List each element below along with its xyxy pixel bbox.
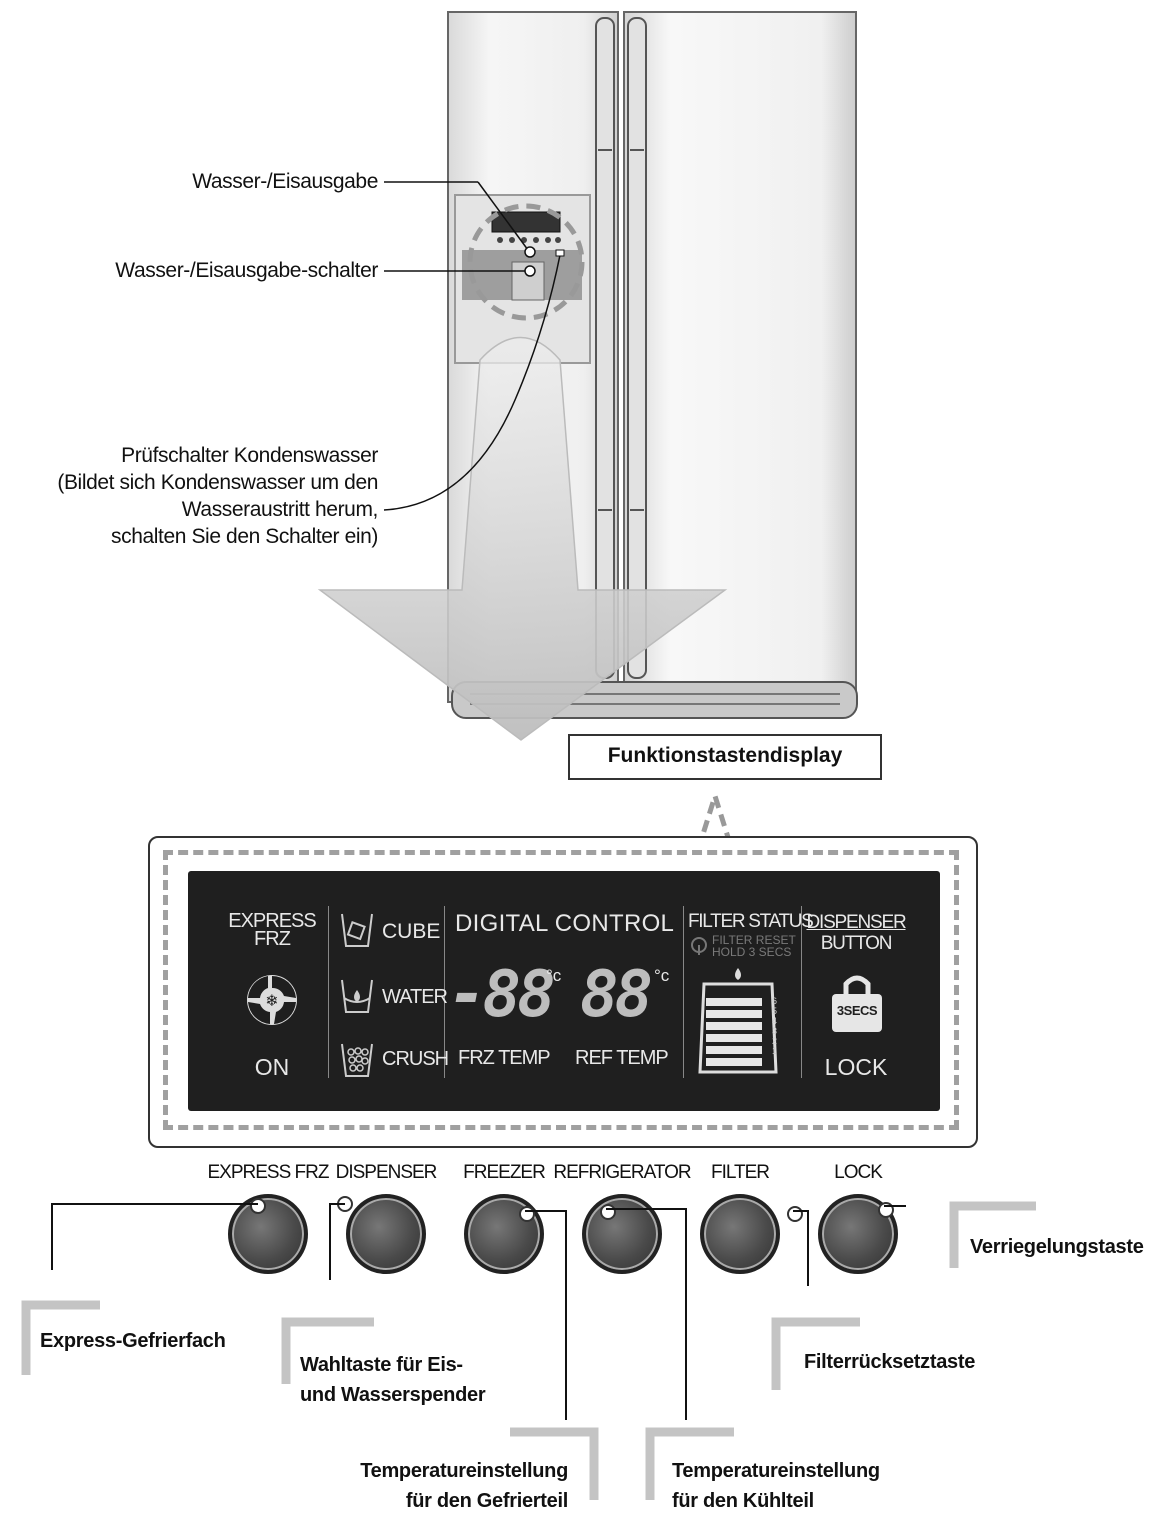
mode-water: WATER	[382, 986, 448, 1008]
callout-condensation: Prüfschalter Kondenswasser (Bildet sich …	[57, 442, 378, 550]
callout-ice-water-line1: Wahltaste für Eis-	[300, 1354, 463, 1376]
callout-freezer-line2: für den Gefrierteil	[405, 1490, 568, 1512]
filter-levels: 6 5 4 3 2 1	[772, 996, 777, 1056]
freezer-degree-unit: °c	[546, 966, 562, 985]
filter-level-label: 1	[772, 1046, 778, 1056]
lcd-divider	[801, 906, 802, 1078]
callout-ice-water-selector: Wahltaste für Eis- und Wasserspender	[300, 1350, 486, 1410]
dispenser-button-line2: BUTTON	[820, 933, 893, 954]
digital-control-title: DIGITAL CONTROL	[455, 910, 675, 937]
lock-state: LOCK	[824, 1054, 888, 1080]
control-panel-dashed-border	[163, 850, 959, 1130]
filter-status-title: FILTER STATUS	[688, 911, 814, 932]
callout-dispenser-switch: Wasser-/Eisausgabe-schalter	[115, 259, 378, 282]
filter-level-label: 2	[772, 1036, 778, 1046]
svg-text:❄: ❄	[265, 991, 278, 1010]
express-frz-line2: FRZ	[254, 928, 291, 950]
mini-display	[491, 211, 561, 233]
button-label-express-frz: EXPRESS FRZ	[207, 1162, 330, 1183]
lcd-divider	[444, 906, 445, 1078]
fridge-illustration	[317, 11, 858, 741]
button-label-filter: FILTER	[710, 1162, 770, 1183]
dispenser-button-line1: DISPENSER	[806, 912, 906, 933]
fridge-door	[623, 11, 857, 703]
filter-level-gauge	[698, 968, 778, 1074]
freezer-button[interactable]	[464, 1194, 544, 1274]
refrigerator-button[interactable]	[582, 1194, 662, 1274]
handle-right	[627, 17, 647, 679]
filter-level-label: 4	[772, 1016, 778, 1026]
callout-condensation-line: Prüfschalter Kondenswasser	[121, 444, 378, 467]
mode-crush: CRUSH	[382, 1048, 449, 1070]
crush-icon	[341, 1043, 373, 1077]
filter-button[interactable]	[700, 1194, 780, 1274]
mode-cube: CUBE	[382, 920, 441, 943]
frz-temp-label: FRZ TEMP	[458, 1047, 551, 1069]
dispenser-button-title: DISPENSER BUTTON	[806, 912, 906, 954]
button-label-freezer: FREEZER	[463, 1162, 546, 1183]
fridge-temp-digits: 88	[580, 958, 653, 1032]
callout-water-ice-dispenser: Wasser-/Eisausgabe	[192, 170, 378, 193]
fridge-degree-unit: °c	[654, 966, 670, 985]
filter-level-label: 6	[772, 996, 778, 1006]
display-title-box: Funktionstastendisplay	[568, 734, 882, 780]
callout-freezer-temp: Temperatureinstellung für den Gefriertei…	[300, 1456, 568, 1516]
lcd-divider	[683, 906, 684, 1078]
button-leader-lines	[21, 1201, 1036, 1500]
filter-level-label: 5	[772, 1006, 778, 1016]
down-arrow	[317, 336, 728, 741]
callout-fridge-line2: für den Kühlteil	[672, 1490, 814, 1512]
callout-fridge-temp: Temperatureinstellung für den Kühlteil	[672, 1456, 880, 1516]
knob-indicator	[250, 1198, 266, 1214]
lcd-divider	[328, 906, 329, 1078]
filter-reset-line1: FILTER RESET	[712, 933, 796, 947]
dispenser-button[interactable]	[346, 1194, 426, 1274]
callout-lock: Verriegelungstaste	[970, 1236, 1144, 1258]
highlight-circle	[467, 203, 585, 321]
callout-freezer-line1: Temperatureinstellung	[360, 1460, 568, 1482]
handle-left	[595, 17, 615, 679]
filter-reset-hint: FILTER RESET HOLD 3 SECS	[690, 934, 800, 958]
lcd-display	[188, 871, 940, 1111]
display-title: Funktionstastendisplay	[607, 744, 843, 767]
freezer-temp-digits: -88	[448, 958, 556, 1032]
button-label-dispenser: DISPENSER	[335, 1162, 438, 1183]
express-frz-state: ON	[254, 1054, 290, 1080]
filter-reset-icon	[691, 937, 707, 955]
cube-icon	[341, 913, 373, 947]
callout-filter-reset: Filterrücksetztaste	[804, 1351, 976, 1373]
ref-temp-label: REF TEMP	[575, 1047, 669, 1069]
button-label-refrigerator: REFRIGERATOR	[553, 1162, 691, 1183]
filter-level-label: 3	[772, 1026, 778, 1036]
button-label-lock: LOCK	[834, 1162, 883, 1183]
callout-condensation-line: schalten Sie den Schalter ein)	[111, 525, 378, 548]
water-icon	[341, 979, 373, 1013]
callout-condensation-line: Wasseraustritt herum,	[181, 498, 379, 521]
express-frz-button[interactable]	[228, 1194, 308, 1274]
callout-condensation-line: (Bildet sich Kondenswasser um den	[57, 471, 378, 494]
callout-express-freezer: Express-Gefrierfach	[40, 1330, 226, 1352]
express-frz-line1: EXPRESS	[228, 910, 316, 932]
lock-secs: 3SECS	[836, 1003, 878, 1018]
callout-ice-water-line2: und Wasserspender	[300, 1384, 486, 1406]
express-frz-title: EXPRESS FRZ	[212, 910, 332, 950]
filter-reset-line2: HOLD 3 SECS	[712, 945, 792, 959]
express-freeze-icon: ❄	[247, 975, 297, 1025]
lock-icon	[832, 975, 882, 1032]
callout-fridge-line1: Temperatureinstellung	[672, 1460, 880, 1482]
